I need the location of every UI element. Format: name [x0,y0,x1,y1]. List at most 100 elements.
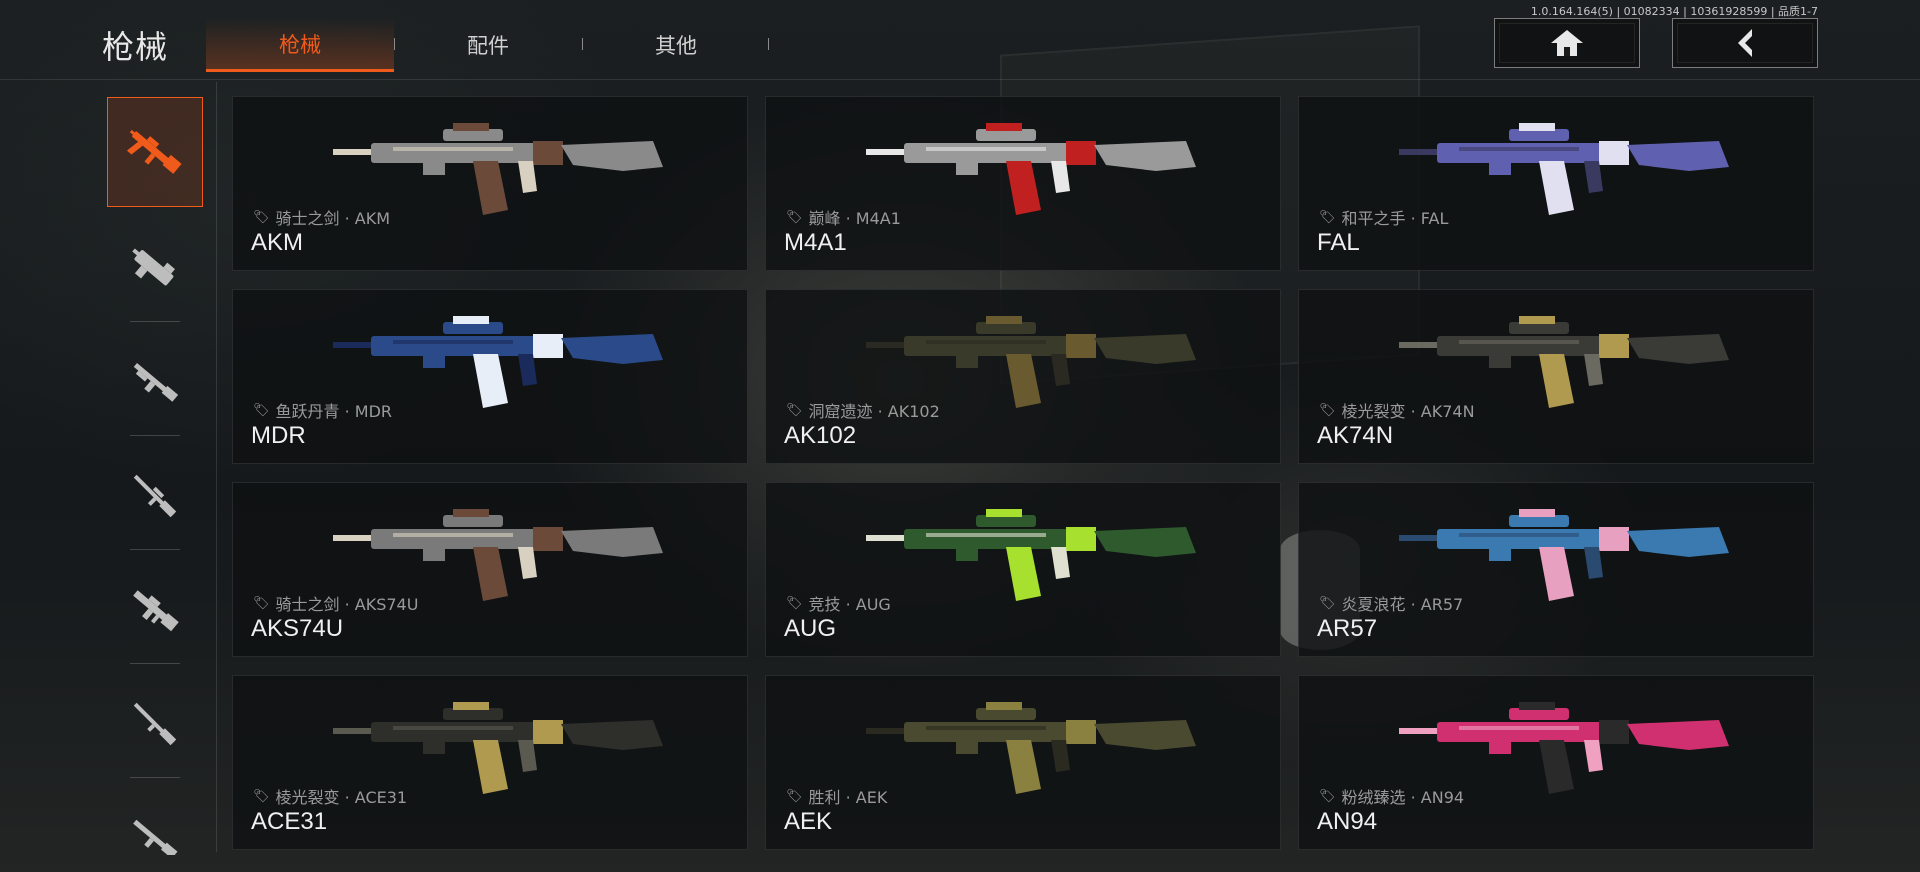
weapon-image [1399,509,1729,601]
weapon-image [1399,702,1729,794]
sidebar-separator [130,321,180,322]
weapon-skin-label: 🏷 巅峰 · M4A1 [786,205,901,229]
weapon-skin-name: 洞窟遗迹 · AK102 [808,402,940,421]
tab-attachments[interactable]: 配件 [467,34,509,58]
weapon-skin-name: 粉绒臻选 · AN94 [1341,788,1465,807]
category-shotgun[interactable] [107,327,203,437]
assault-rifle-icon [126,129,182,174]
category-marksman-rifle[interactable] [107,669,203,779]
tab-divider [582,38,583,50]
category-lmg[interactable] [107,555,203,665]
weapon-name: AR57 [1317,615,1378,642]
weapon-skin-label: 🏷 胜利 · AEK [786,784,887,808]
weapon-skin-label: 🏷 和平之手 · FAL [1319,205,1448,229]
skin-tag-icon: 🏷 [786,209,803,225]
skin-tag-icon: 🏷 [1319,595,1336,611]
weapon-name: M4A1 [784,229,847,256]
weapon-name: AUG [784,615,837,642]
weapon-skin-name: 巅峰 · M4A1 [808,209,901,228]
back-arrow-icon [1738,29,1752,57]
smg-icon [132,248,175,286]
weapon-skin-label: 🏷 粉绒臻选 · AN94 [1319,784,1464,808]
sniper-rifle-icon [133,474,177,518]
skin-tag-icon: 🏷 [1319,209,1336,225]
pistol-icon [133,819,178,855]
sidebar-divider [216,82,217,852]
weapon-category-sidebar [102,95,208,855]
weapon-name: AKS74U [251,615,344,642]
weapon-skin-name: 胜利 · AEK [808,788,888,807]
tab-guns[interactable]: 枪械 [206,18,394,72]
weapon-skin-name: 炎夏浪花 · AR57 [1341,595,1464,614]
weapon-name: AK102 [784,422,857,449]
category-assault-rifle[interactable] [107,97,203,207]
skin-tag-icon: 🏷 [786,595,803,611]
weapon-image [866,509,1196,601]
weapon-skin-name: 和平之手 · FAL [1341,209,1449,228]
weapon-image [333,316,663,408]
weapon-skin-name: 棱光裂变 · AK74N [1341,402,1475,421]
tab-divider [394,38,395,50]
weapon-skin-name: 骑士之剑 · AKM [275,209,391,228]
weapon-name: MDR [251,422,306,449]
skin-tag-icon: 🏷 [1319,402,1336,418]
weapon-image [1399,316,1729,408]
sidebar-separator [130,435,180,436]
weapon-skin-name: 鱼跃丹青 · MDR [275,402,393,421]
weapon-skin-label: 🏷 骑士之剑 · AKS74U [253,591,418,615]
tab-other[interactable]: 其他 [655,34,697,58]
skin-tag-icon: 🏷 [253,209,270,225]
category-smg[interactable] [107,213,203,323]
back-button[interactable] [1672,18,1818,68]
weapon-image [1399,123,1729,215]
shotgun-icon [133,362,179,402]
home-button[interactable] [1494,18,1640,68]
weapon-image [333,123,663,215]
skin-tag-icon: 🏷 [786,788,803,804]
weapon-image [866,702,1196,794]
weapon-name: AEK [784,808,833,835]
sidebar-separator [130,777,180,778]
top-bar: 枪械 枪械 配件 其他 [0,0,1920,80]
skin-tag-icon: 🏷 [253,402,270,418]
sidebar-separator [130,663,180,664]
lmg-icon [133,590,179,632]
weapon-skin-label: 🏷 骑士之剑 · AKM [253,205,390,229]
skin-tag-icon: 🏷 [1319,788,1336,804]
weapon-image [866,123,1196,215]
weapon-skin-label: 🏷 棱光裂变 · AK74N [1319,398,1475,422]
weapon-skin-label: 🏷 炎夏浪花 · AR57 [1319,591,1463,615]
tab-divider [768,38,769,50]
weapon-name: AN94 [1317,808,1378,835]
weapon-name: AKM [251,229,304,256]
weapon-skin-name: 骑士之剑 · AKS74U [275,595,419,614]
weapon-skin-label: 🏷 竞技 · AUG [786,591,891,615]
category-sniper-rifle[interactable] [107,441,203,551]
category-pistol[interactable] [107,783,203,855]
marksman-rifle-icon [133,702,177,746]
skin-tag-icon: 🏷 [253,788,270,804]
weapon-name: AK74N [1317,422,1394,449]
weapon-name: ACE31 [251,808,328,835]
weapon-skin-name: 竞技 · AUG [808,595,891,614]
weapon-skin-label: 🏷棱光裂变 · ACE31 [253,784,407,808]
skin-tag-icon: 🏷 [786,402,803,418]
skin-tag-icon: 🏷 [253,595,270,611]
sidebar-separator [130,549,180,550]
home-icon [1551,30,1583,56]
weapon-image [333,509,663,601]
build-info: 1.0.164.164(5) | 01082334 | 10361928599 … [1530,5,1818,18]
weapon-name: FAL [1317,229,1360,256]
